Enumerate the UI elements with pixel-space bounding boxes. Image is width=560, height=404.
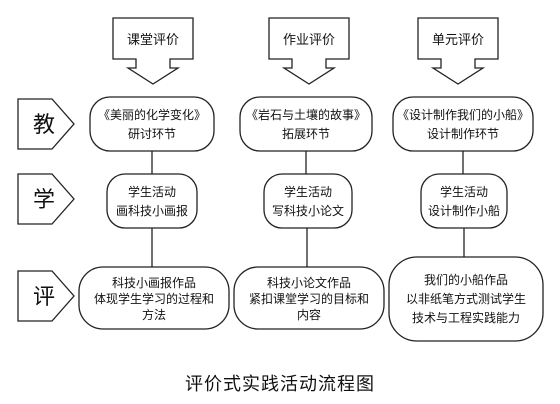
teach-box-1 — [89, 96, 215, 152]
header-label-3: 单元评价 — [432, 33, 484, 48]
teach-line-2-1: 《岩石与土壤的故事》 — [246, 107, 366, 122]
side-label-learn: 学 — [33, 188, 55, 213]
evaluate-line-1-3: 方法 — [142, 307, 166, 322]
column-homework-evaluation: 作业评价 《岩石与土壤的故事》 拓展环节 学生活动 写科技小论文 科技小论文作品… — [233, 17, 385, 330]
teach-line-1-1: 《美丽的化学变化》 — [98, 107, 206, 122]
learn-line-3-2: 设计制作小船 — [428, 204, 500, 218]
learn-line-1-2: 画科技小画报 — [116, 203, 188, 218]
header-label-2: 作业评价 — [283, 33, 335, 48]
column-classroom-evaluation: 课堂评价 《美丽的化学变化》 研讨环节 学生活动 画科技小画报 科技小画报作品 … — [78, 17, 230, 330]
evaluate-line-2-2: 紧扣课堂学习的目标和 — [249, 291, 369, 306]
side-arrow-evaluate: 评 — [17, 270, 75, 322]
evaluate-box-3 — [388, 256, 544, 342]
evaluate-line-1-1: 科技小画报作品 — [112, 275, 196, 290]
header-label-1: 课堂评价 — [127, 33, 179, 48]
side-arrow-teach: 教 — [17, 98, 75, 150]
learn-box-2 — [263, 173, 353, 229]
learn-line-3-1: 学生活动 — [440, 184, 488, 199]
evaluate-line-1-2: 体现学生学习的过程和 — [94, 291, 214, 306]
teach-line-2-2: 拓展环节 — [282, 127, 330, 141]
column-unit-evaluation: 单元评价 《设计制作我们的小船》 设计制作环节 学生活动 设计制作小船 我们的小… — [388, 17, 544, 342]
learn-box-3 — [420, 173, 508, 229]
learn-line-1-1: 学生活动 — [128, 184, 176, 199]
figure-caption: 评价式实践活动流程图 — [185, 374, 375, 395]
side-arrow-learn: 学 — [17, 173, 75, 225]
evaluate-box-2 — [233, 266, 385, 330]
header-arrow-3 — [417, 17, 499, 85]
side-label-teach: 教 — [33, 113, 55, 138]
header-arrow-1 — [112, 17, 194, 85]
learn-line-2-2: 写科技小论文 — [272, 203, 344, 218]
teach-line-1-2: 研讨环节 — [128, 127, 176, 141]
evaluate-line-3-1: 我们的小船作品 — [424, 272, 508, 287]
evaluate-line-3-2: 以非纸笔方式测试学生 — [406, 291, 526, 306]
teach-box-3 — [392, 96, 534, 152]
teach-line-3-1: 《设计制作我们的小船》 — [397, 107, 529, 122]
evaluate-box-1 — [78, 266, 230, 330]
evaluate-line-2-1: 科技小论文作品 — [267, 275, 351, 290]
teach-line-3-2: 设计制作环节 — [427, 127, 499, 141]
learn-line-2-1: 学生活动 — [284, 184, 332, 199]
teach-box-2 — [239, 96, 373, 152]
evaluate-line-2-3: 内容 — [297, 307, 321, 322]
side-label-evaluate: 评 — [33, 285, 55, 310]
header-arrow-2 — [268, 17, 350, 85]
evaluate-line-3-3: 技术与工程实践能力 — [412, 310, 520, 325]
learn-box-1 — [106, 173, 198, 229]
